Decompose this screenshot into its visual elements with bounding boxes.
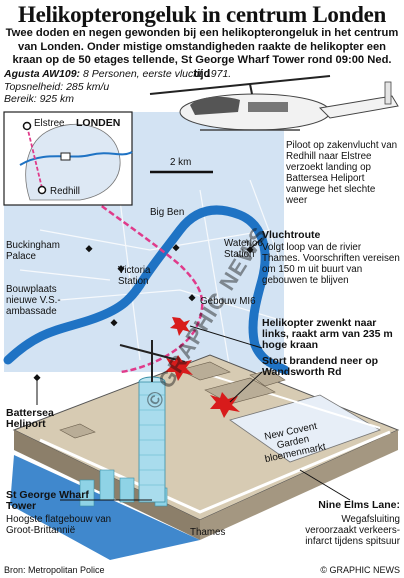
page-title: Helikopterongeluk in centrum Londen — [18, 2, 386, 27]
leader-lines — [36, 237, 351, 501]
inset-london-label: LONDEN — [76, 117, 121, 129]
callout-veer: Helikopter zwenkt naar links, raakt arm … — [262, 317, 393, 351]
street-grid — [19, 179, 281, 371]
covent-garden-area — [229, 394, 381, 463]
inset-london-area — [25, 123, 121, 201]
spec-model-name: Agusta AW109: — [4, 68, 81, 80]
inset-elstree-dot — [22, 121, 32, 131]
road-nine-elms — [39, 430, 391, 514]
callout-tower-body: Hoogste flatgebouw van Groot-Brittannië — [6, 514, 112, 536]
tower-floors — [139, 394, 165, 486]
footer-credit: © GRAPHIC NEWS — [320, 565, 400, 575]
inset-redhill-dot — [37, 185, 47, 195]
inset-river — [19, 151, 133, 166]
callout-route-body: Volgt loop van de rivier Thames. Voorsch… — [262, 242, 400, 286]
spec-model: Agusta AW109: 8 Personen, eerste vlucht … — [4, 68, 231, 80]
label-waterloo: Waterloo Station — [224, 238, 263, 260]
ground-block-right — [200, 430, 398, 540]
crane-strike-burst — [165, 355, 193, 381]
tower-body — [138, 381, 166, 503]
inset-redhill-label: Redhill — [50, 186, 80, 197]
road-wandsworth — [199, 371, 381, 429]
label-buckingham: Buckingham Palace — [6, 240, 60, 262]
label-big-ben: Big Ben — [150, 207, 185, 218]
inset-route — [26, 125, 43, 189]
label-victoria: Victoria Station — [118, 265, 151, 287]
callout-crash: Stort brandend neer op Wandsworth Rd — [262, 355, 379, 378]
map-markers — [33, 244, 254, 382]
label-battersea: Battersea Heliport — [6, 407, 54, 430]
river-thames — [3, 205, 290, 375]
callout-elms-body: Wegafsluiting veroorzaakt verkeers-infar… — [305, 514, 400, 547]
label-thames: Thames — [190, 527, 226, 538]
map-crash-marker — [170, 317, 190, 336]
spec-model-detail: 8 Personen, eerste vlucht 1971. — [80, 68, 232, 80]
subtitle: Twee doden en negen gewonden bij een hel… — [5, 27, 399, 80]
callout-route-title: Vluchtroute — [262, 229, 321, 241]
scale-label: 2 km — [170, 157, 192, 168]
callout-pilot: Piloot op zakenvlucht van Redhill naar E… — [286, 140, 398, 206]
spec-speed: Topsnelheid: 285 km/u — [4, 81, 110, 93]
inset-elstree-label: Elstree — [34, 118, 65, 129]
spec-range: Bereik: 925 km — [4, 93, 75, 105]
crane-arm — [119, 344, 186, 363]
label-bouwplaats: Bouwplaats nieuwe V.S.- ambassade — [6, 284, 61, 317]
inset-detail-box — [60, 152, 71, 161]
callout-tower-title: St George Wharf Tower — [6, 489, 89, 512]
footer-source: Bron: Metropolitan Police — [4, 565, 105, 575]
flight-route — [79, 188, 204, 374]
label-mi6: Gebouw MI6 — [200, 296, 256, 307]
helicopter-illustration — [149, 75, 399, 131]
ground-river — [10, 455, 200, 560]
crash-burst — [210, 392, 240, 418]
callout-elms-title: Nine Elms Lane: — [318, 499, 400, 511]
